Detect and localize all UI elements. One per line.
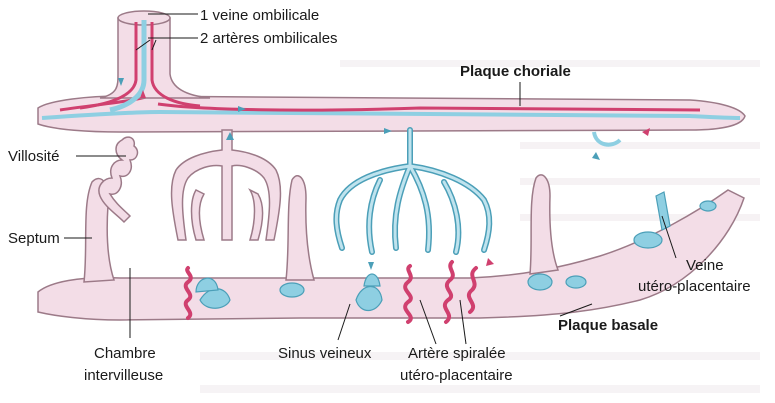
basal-plate <box>38 190 744 320</box>
septum-right <box>530 175 558 274</box>
villous-tree-middle <box>336 130 489 252</box>
label-spiral-artery-line1: Artère spiralée <box>408 345 506 362</box>
label-septum: Septum <box>8 230 60 247</box>
chorionic-vessel-loop <box>594 132 620 145</box>
label-uteroplacental-vein-line2: utéro-placentaire <box>638 278 751 295</box>
label-chorionic-plate: Plaque choriale <box>460 63 571 80</box>
label-intervillous-chamber-line1: Chambre <box>94 345 156 362</box>
label-basal-plate: Plaque basale <box>558 317 658 334</box>
label-venous-sinus: Sinus veineux <box>278 345 372 362</box>
label-intervillous-chamber-line2: intervilleuse <box>84 367 163 384</box>
septum-middle <box>286 176 314 280</box>
label-spiral-artery-line2: utéro-placentaire <box>400 367 513 384</box>
label-villosity: Villosité <box>8 148 59 165</box>
villous-tree-left <box>172 130 281 240</box>
label-umbilical-arteries: 2 artères ombilicales <box>200 30 338 47</box>
label-uteroplacental-vein-line1: Veine <box>686 257 724 274</box>
label-umbilical-vein: 1 veine ombilicale <box>200 7 319 24</box>
